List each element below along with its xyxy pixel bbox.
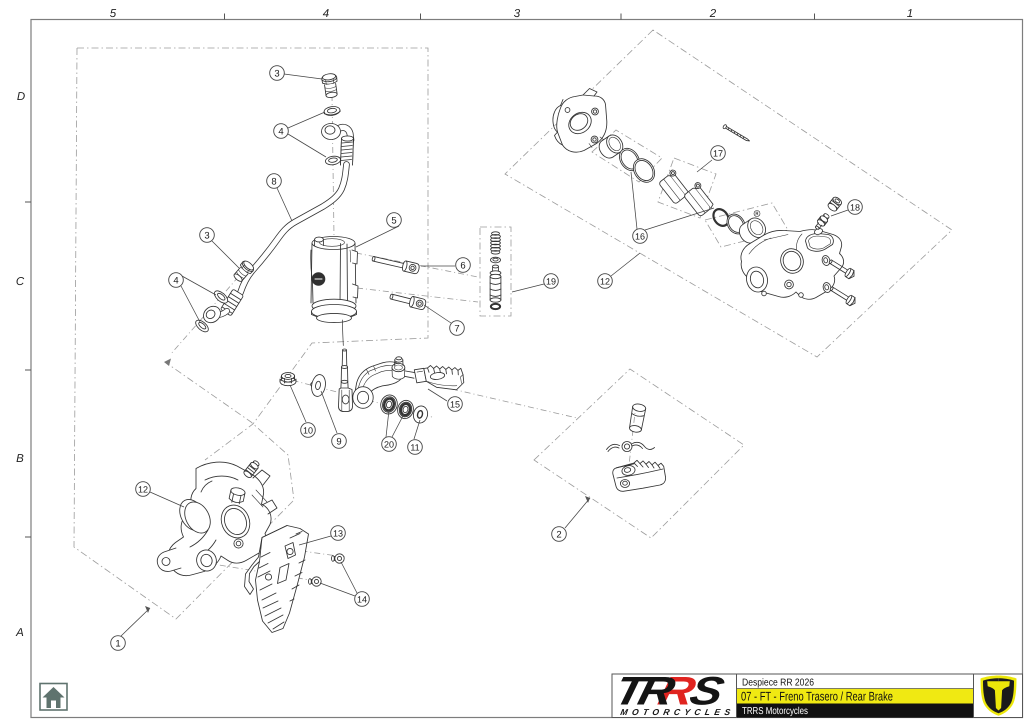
- svg-text:18: 18: [850, 202, 860, 212]
- svg-text:A: A: [15, 627, 24, 639]
- svg-text:10: 10: [303, 425, 313, 435]
- svg-text:1: 1: [907, 8, 913, 20]
- svg-text:12: 12: [138, 484, 148, 494]
- svg-text:1: 1: [115, 638, 120, 649]
- svg-text:C: C: [16, 276, 25, 288]
- svg-text:6: 6: [460, 260, 465, 271]
- svg-text:20: 20: [384, 439, 394, 449]
- svg-text:14: 14: [357, 594, 367, 604]
- svg-text:3: 3: [514, 8, 521, 20]
- svg-text:2: 2: [709, 8, 717, 20]
- svg-text:11: 11: [410, 442, 419, 452]
- svg-text:D: D: [17, 91, 25, 103]
- svg-text:4: 4: [173, 275, 178, 286]
- svg-text:9: 9: [336, 436, 341, 447]
- svg-text:8: 8: [271, 176, 276, 187]
- svg-text:13: 13: [333, 528, 343, 538]
- svg-text:5: 5: [391, 215, 396, 226]
- svg-text:5: 5: [110, 8, 117, 20]
- svg-text:4: 4: [323, 8, 329, 20]
- svg-text:MOTORCYCLES: MOTORCYCLES: [620, 707, 736, 717]
- svg-text:3: 3: [274, 68, 279, 79]
- svg-text:3: 3: [204, 230, 209, 241]
- svg-text:TRRS Motorcycles: TRRS Motorcycles: [742, 706, 808, 717]
- svg-text:17: 17: [713, 148, 723, 158]
- svg-text:Despiece RR 2026: Despiece RR 2026: [742, 678, 814, 689]
- svg-text:19: 19: [546, 276, 556, 286]
- svg-text:15: 15: [450, 399, 460, 409]
- svg-text:B: B: [16, 453, 24, 465]
- svg-text:2: 2: [556, 529, 561, 540]
- svg-text:7: 7: [454, 323, 459, 334]
- svg-text:07 - FT - Freno Trasero / Rear: 07 - FT - Freno Trasero / Rear Brake: [741, 690, 893, 704]
- svg-text:16: 16: [635, 231, 645, 241]
- svg-text:4: 4: [278, 126, 283, 137]
- svg-text:12: 12: [600, 276, 610, 286]
